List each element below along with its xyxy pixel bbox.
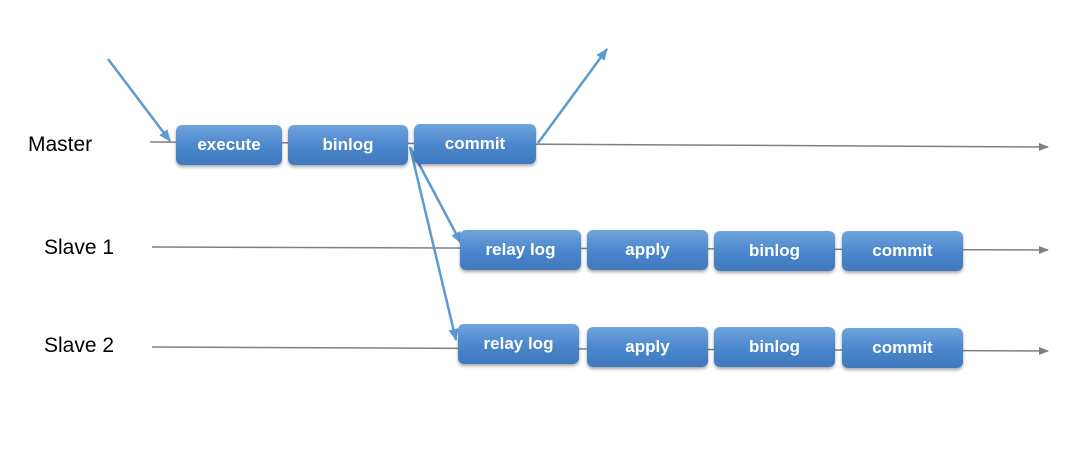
slave1-relay-log-box: relay log	[460, 230, 581, 270]
incoming-request-arrow	[107, 58, 171, 142]
master-commit-box: commit	[414, 124, 536, 164]
slave2-relay-log-box: relay log	[458, 324, 579, 364]
master-timeline	[149, 141, 1049, 151]
slave1-binlog-box: binlog	[714, 231, 835, 271]
slave2-commit-box: commit	[842, 328, 963, 368]
binlog-to-slave2-arrow	[408, 146, 459, 341]
slave2-label: Slave 2	[44, 334, 115, 357]
master-binlog-box: binlog	[288, 125, 408, 165]
slave2-apply-box: apply	[587, 327, 708, 367]
slave1-commit-box: commit	[842, 231, 963, 271]
master-execute-box: execute	[176, 125, 282, 165]
master-label: Master	[28, 133, 93, 156]
slave2-binlog-box: binlog	[714, 327, 835, 367]
slave1-label: Slave 1	[44, 236, 115, 259]
response-arrow	[536, 48, 609, 144]
slave1-apply-box: apply	[587, 230, 708, 270]
